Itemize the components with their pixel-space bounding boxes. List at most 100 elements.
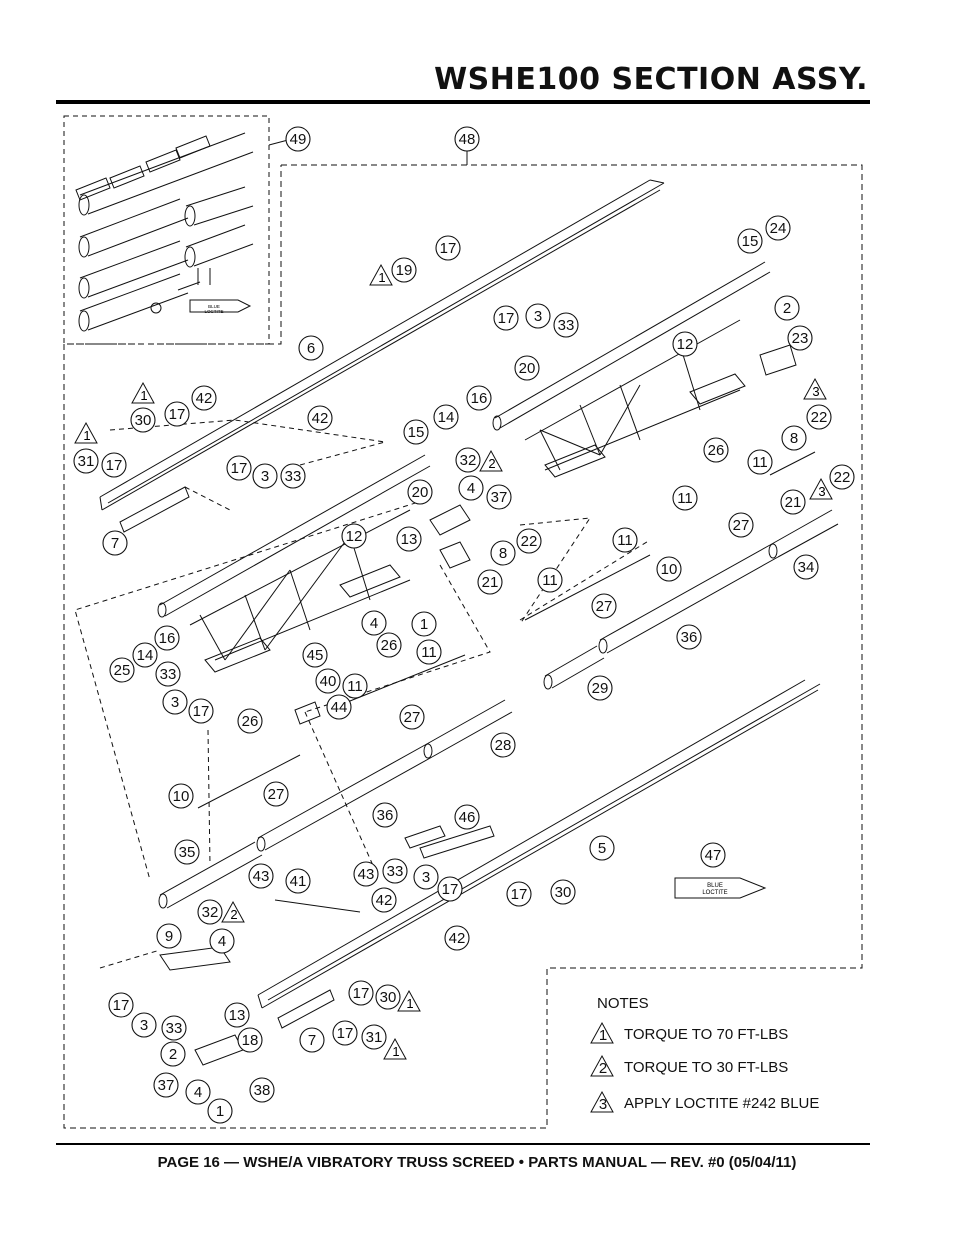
callout-27: 27 [263,781,289,807]
note-mark-2: 2 [221,900,245,923]
callout-number: 22 [811,409,828,426]
callout-number: 4 [218,933,226,950]
callout-number: 42 [376,892,393,909]
callout-number: 33 [285,468,302,485]
callout-number: 49 [290,131,307,148]
callout-17: 17 [332,1020,358,1046]
callout-number: 35 [179,844,196,861]
callout-1: 1 [207,1098,233,1124]
rods [197,451,816,913]
note-mark-number: 2 [599,1060,607,1077]
callout-number: 10 [661,561,678,578]
callout-number: 26 [381,637,398,654]
callout-33: 33 [161,1015,187,1041]
callout-43: 43 [248,863,274,889]
callout-number: 41 [290,873,307,890]
callout-13: 13 [396,526,422,552]
callout-number: 14 [438,409,455,426]
tube-label-line1: BLUE [707,883,723,889]
callout-18: 18 [237,1027,263,1053]
note-mark-number: 1 [140,388,147,403]
callout-number: 29 [592,680,609,697]
callout-31: 31 [361,1024,387,1050]
callout-22: 22 [516,528,542,554]
callout-number: 1 [420,616,428,633]
callout-37: 37 [486,484,512,510]
callout-number: 30 [380,989,397,1006]
callout-17: 17 [435,235,461,261]
callout-10: 10 [656,556,682,582]
callout-11: 11 [612,527,638,553]
callout-38: 38 [249,1077,275,1103]
note-mark-number: 3 [812,384,819,399]
callout-3: 3 [131,1012,157,1038]
note-mark-number: 3 [599,1096,607,1113]
note-item-text: APPLY LOCTITE #242 BLUE [624,1095,819,1112]
callout-6: 6 [298,335,324,361]
callout-number: 3 [140,1017,148,1034]
callout-number: 8 [790,430,798,447]
callout-23: 23 [787,325,813,351]
callout-number: 17 [337,1025,354,1042]
callout-10: 10 [168,783,194,809]
callout-15: 15 [737,228,763,254]
callout-number: 16 [471,390,488,407]
callout-number: 31 [78,453,95,470]
callout-number: 26 [708,442,725,459]
callout-number: 11 [677,490,693,507]
callout-number: 30 [135,412,152,429]
note-mark-1: 1 [131,381,155,404]
callout-number: 13 [229,1007,246,1024]
callout-26: 26 [703,437,729,463]
callout-47: 47 [700,842,726,868]
callout-number: 17 [498,310,515,327]
note-item-text: TORQUE TO 30 FT-LBS [624,1059,788,1076]
callout-number: 3 [422,869,430,886]
callout-32: 32 [455,447,481,473]
callout-19: 19 [391,257,417,283]
callout-36: 36 [676,624,702,650]
callout-number: 15 [408,424,425,441]
lower-rail [257,679,821,1009]
callout-20: 20 [407,479,433,505]
callout-29: 29 [587,675,613,701]
callout-14: 14 [132,642,158,668]
note-mark-1: 1 [397,989,421,1012]
callout-21: 21 [477,569,503,595]
note-mark-number: 2 [488,456,495,471]
callout-34: 34 [793,554,819,580]
callout-40: 40 [315,668,341,694]
callout-36: 36 [372,802,398,828]
callout-15: 15 [403,419,429,445]
callout-number: 7 [111,535,119,552]
callout-3: 3 [252,463,278,489]
callout-number: 42 [312,410,329,427]
callout-42: 42 [371,887,397,913]
callout-11: 11 [416,639,442,665]
callout-number: 22 [521,533,538,550]
callout-9: 9 [156,923,182,949]
callout-35: 35 [174,839,200,865]
callout-number: 17 [231,460,248,477]
page-title: WSHE100 SECTION ASSY. [434,62,868,97]
callout-25: 25 [109,657,135,683]
callout-number: 16 [159,630,176,647]
callout-4: 4 [361,610,387,636]
callout-3: 3 [525,303,551,329]
callout-12: 12 [672,331,698,357]
callout-number: 27 [596,598,613,615]
footer-rule [56,1143,870,1145]
note-mark-2: 2 [479,449,503,472]
callout-1: 1 [411,611,437,637]
callout-number: 34 [798,559,815,576]
callout-44: 44 [326,694,352,720]
callout-number: 24 [770,220,787,237]
callout-number: 17 [442,881,459,898]
callout-13: 13 [224,1002,250,1028]
callout-number: 26 [242,713,259,730]
brackets [159,344,797,1066]
tubes [158,509,839,909]
note-mark-number: 1 [406,996,413,1011]
